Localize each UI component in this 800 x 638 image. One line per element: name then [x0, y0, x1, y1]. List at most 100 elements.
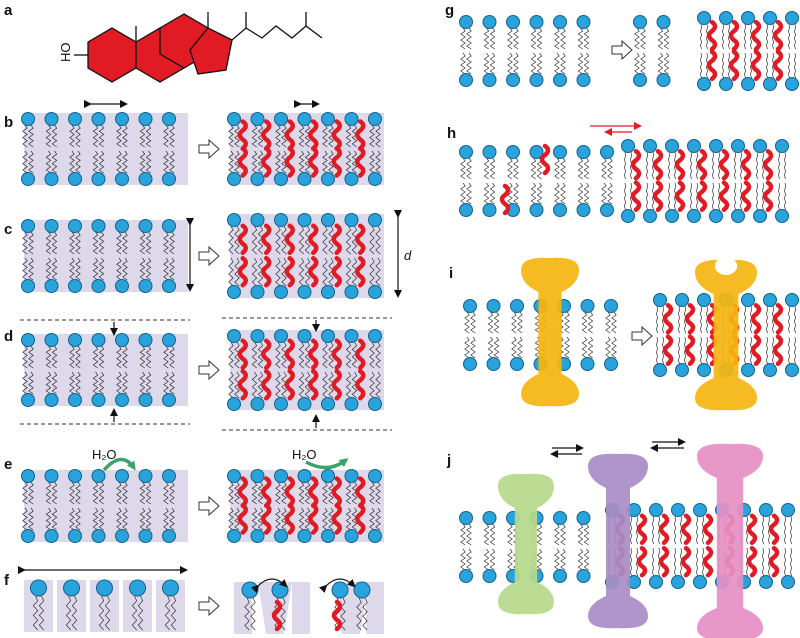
lipid-headgroup — [633, 73, 647, 87]
lipid-tail — [328, 481, 334, 505]
lipid-tail — [298, 225, 305, 255]
lipid-headgroup — [482, 511, 497, 525]
cholesterol-molecule — [355, 119, 366, 151]
lipid-headgroup — [693, 575, 707, 589]
lipid-headgroup — [44, 469, 59, 483]
lipid-tail — [169, 481, 175, 505]
lipid-headgroup — [763, 363, 777, 377]
lipid-headgroup — [68, 529, 82, 543]
lipid-tail — [351, 150, 358, 174]
lipid-tail — [581, 336, 588, 359]
lipid-headgroup — [553, 15, 567, 29]
lipid-tail — [45, 481, 52, 505]
lipid-tail — [560, 548, 566, 571]
lipid-tail — [652, 515, 654, 545]
lipid-tail — [517, 311, 523, 334]
lipid-tail — [483, 27, 490, 50]
cholesterol-molecule — [674, 149, 686, 181]
lipid-tail — [69, 345, 75, 369]
lipid-tail — [163, 371, 169, 395]
lipid-headgroup — [741, 77, 755, 91]
lipid-headgroup — [91, 393, 106, 407]
lipid-tail — [281, 481, 287, 505]
lipid-tail — [517, 336, 523, 359]
panel-g — [459, 11, 799, 91]
lipid-tail — [507, 523, 513, 546]
lipid-tail — [712, 182, 714, 211]
panel-label-b: b — [4, 114, 13, 131]
lipid-headgroup — [297, 329, 312, 343]
lipid-tail — [345, 481, 352, 505]
lipid-tail — [69, 257, 75, 281]
lipid-tail — [304, 124, 311, 148]
lipid-headgroup — [321, 469, 335, 483]
panel-label-d: d — [4, 328, 13, 345]
lipid-tail — [351, 341, 358, 369]
lipid-tail — [145, 231, 152, 255]
lipid-tail — [116, 481, 122, 505]
cholesterol-molecule — [740, 180, 752, 212]
lipid-tail — [652, 547, 654, 577]
lipid-headgroup — [138, 279, 153, 293]
cholesterol-molecule — [750, 303, 762, 335]
lipid-tail — [493, 336, 500, 359]
cholesterol-molecule — [331, 476, 342, 508]
cholesterol-molecule — [684, 334, 696, 366]
cholesterol-molecule — [355, 476, 366, 508]
lipid-tail — [483, 157, 490, 180]
lipid-tail — [69, 481, 75, 505]
lipid-tail — [28, 124, 34, 148]
lipid-tail — [51, 481, 58, 505]
cholesterol-molecule — [652, 149, 664, 181]
cholesterol-molecule — [284, 146, 295, 178]
lipid-tail — [257, 150, 264, 174]
lipid-tail — [22, 345, 28, 369]
lipid-tail — [251, 341, 258, 369]
lipid-tail — [322, 150, 328, 174]
lipid-headgroup — [250, 469, 265, 483]
lipid-headgroup — [250, 285, 265, 299]
lipid-headgroup — [274, 172, 288, 186]
cholesterol-molecule — [728, 19, 740, 52]
lipid-tail — [92, 481, 99, 505]
lipid-tail — [298, 507, 305, 531]
lipid-headgroup — [162, 579, 179, 597]
lipid-tail — [281, 150, 287, 174]
lipid-tail — [298, 341, 305, 369]
lipid-headgroup — [576, 73, 591, 87]
process-arrow — [198, 138, 220, 160]
lipid-tail — [281, 341, 287, 369]
lipid-tail — [228, 257, 234, 287]
lipid-tail — [489, 52, 496, 75]
lipid-tail — [257, 257, 264, 287]
lipid-headgroup — [162, 279, 176, 293]
cholesterol-molecule — [636, 545, 648, 578]
lipid-tail — [577, 548, 584, 571]
process-arrow — [198, 595, 220, 617]
hydroxyl-label: HO — [58, 43, 73, 63]
lipid-tail — [234, 225, 240, 255]
lipid-headgroup — [741, 363, 755, 377]
panel-label-h: h — [447, 125, 456, 142]
lipid-tail — [275, 481, 281, 505]
lipid-cylinder-shape — [292, 582, 310, 634]
lipid-headgroup — [274, 285, 288, 299]
lipid-headgroup — [576, 145, 591, 159]
lipid-tail — [228, 341, 234, 369]
lipid-tail — [234, 507, 240, 531]
lipid-tail — [560, 157, 566, 180]
lipid-headgroup — [763, 293, 777, 307]
lipid-headgroup — [753, 139, 767, 153]
lipid-tail — [228, 225, 234, 255]
lipid-tail — [322, 225, 328, 255]
lipid-headgroup — [44, 529, 59, 543]
lipid-tail — [564, 311, 570, 334]
lipid-headgroup — [297, 285, 312, 299]
lipid-headgroup — [643, 139, 657, 153]
lipid-tail — [28, 345, 34, 369]
lipid-headgroup — [321, 285, 335, 299]
lipid-tail — [696, 547, 698, 577]
lipid-tail — [351, 124, 358, 148]
lipid-tail — [690, 151, 692, 180]
